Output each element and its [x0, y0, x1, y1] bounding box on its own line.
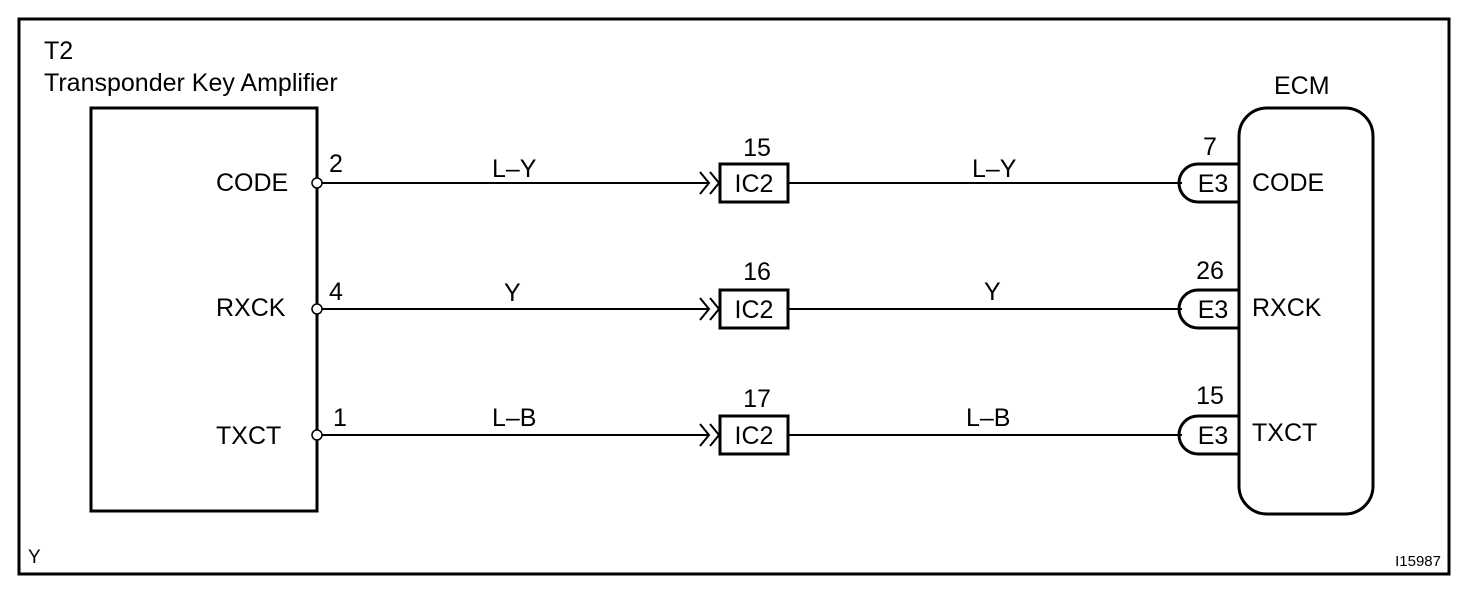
- connector-chevron-icon: [699, 297, 711, 321]
- left-signal-label: RXCK: [216, 294, 286, 322]
- left-component-code: T2: [44, 37, 73, 65]
- wire-row-txct: TXCT 1 L–B IC2 17 L–B E3 15 TXCT: [216, 382, 1317, 456]
- pin-terminal: [311, 429, 323, 441]
- left-pin-number: 1: [333, 404, 347, 432]
- wire-row-code: CODE 2 L–Y IC2 15 L–Y E3 7 CODE: [216, 133, 1324, 204]
- ic2-pin-number: 15: [743, 134, 771, 162]
- wire-color-label: L–B: [966, 404, 1010, 432]
- e3-connector-label: E3: [1198, 170, 1229, 198]
- e3-connector-shape: [1177, 288, 1238, 330]
- ecm-signal-label: RXCK: [1252, 294, 1322, 322]
- ecm-signal-label: CODE: [1252, 169, 1324, 197]
- ic2-pin-number: 17: [743, 385, 771, 413]
- ecm-pin-number: 15: [1196, 382, 1224, 410]
- pin-terminal: [311, 303, 323, 315]
- left-pin-number: 4: [329, 278, 343, 306]
- left-signal-label: TXCT: [216, 422, 281, 450]
- ecm-label: ECM: [1274, 72, 1330, 100]
- wire-color-label: L–B: [492, 404, 536, 432]
- connector-chevron-icon: [699, 423, 711, 447]
- left-component-name: Transponder Key Amplifier: [44, 69, 338, 97]
- e3-connector-label: E3: [1198, 296, 1229, 324]
- connector-chevron-icon: [709, 297, 721, 321]
- wire-row-rxck: RXCK 4 Y IC2 16 Y E3 26 RXCK: [216, 257, 1322, 330]
- e3-connector-shape: [1177, 162, 1238, 204]
- ic2-connector-label: IC2: [735, 296, 774, 324]
- left-signal-label: CODE: [216, 169, 288, 197]
- ecm-pin-number: 7: [1203, 133, 1217, 161]
- wire-color-label: Y: [984, 278, 1001, 306]
- wire-color-label: L–Y: [972, 155, 1017, 183]
- ic2-connector-label: IC2: [735, 422, 774, 450]
- ecm-pin-number: 26: [1196, 257, 1224, 285]
- e3-connector-label: E3: [1198, 422, 1229, 450]
- wire-color-label: Y: [504, 279, 521, 307]
- connector-chevron-icon: [709, 423, 721, 447]
- footer-note: Y: [28, 547, 41, 568]
- connector-chevron-icon: [709, 171, 721, 195]
- figure-id: I15987: [1395, 553, 1441, 570]
- connector-chevron-icon: [699, 171, 711, 195]
- left-pin-number: 2: [329, 150, 343, 178]
- e3-connector-shape: [1177, 414, 1238, 456]
- wire-color-label: L–Y: [492, 155, 537, 183]
- ecm-box: [1237, 106, 1375, 516]
- ecm-signal-label: TXCT: [1252, 419, 1317, 447]
- ic2-pin-number: 16: [743, 258, 771, 286]
- diagram-frame: [17, 17, 1451, 576]
- pin-terminal: [311, 177, 323, 189]
- ic2-connector-label: IC2: [735, 170, 774, 198]
